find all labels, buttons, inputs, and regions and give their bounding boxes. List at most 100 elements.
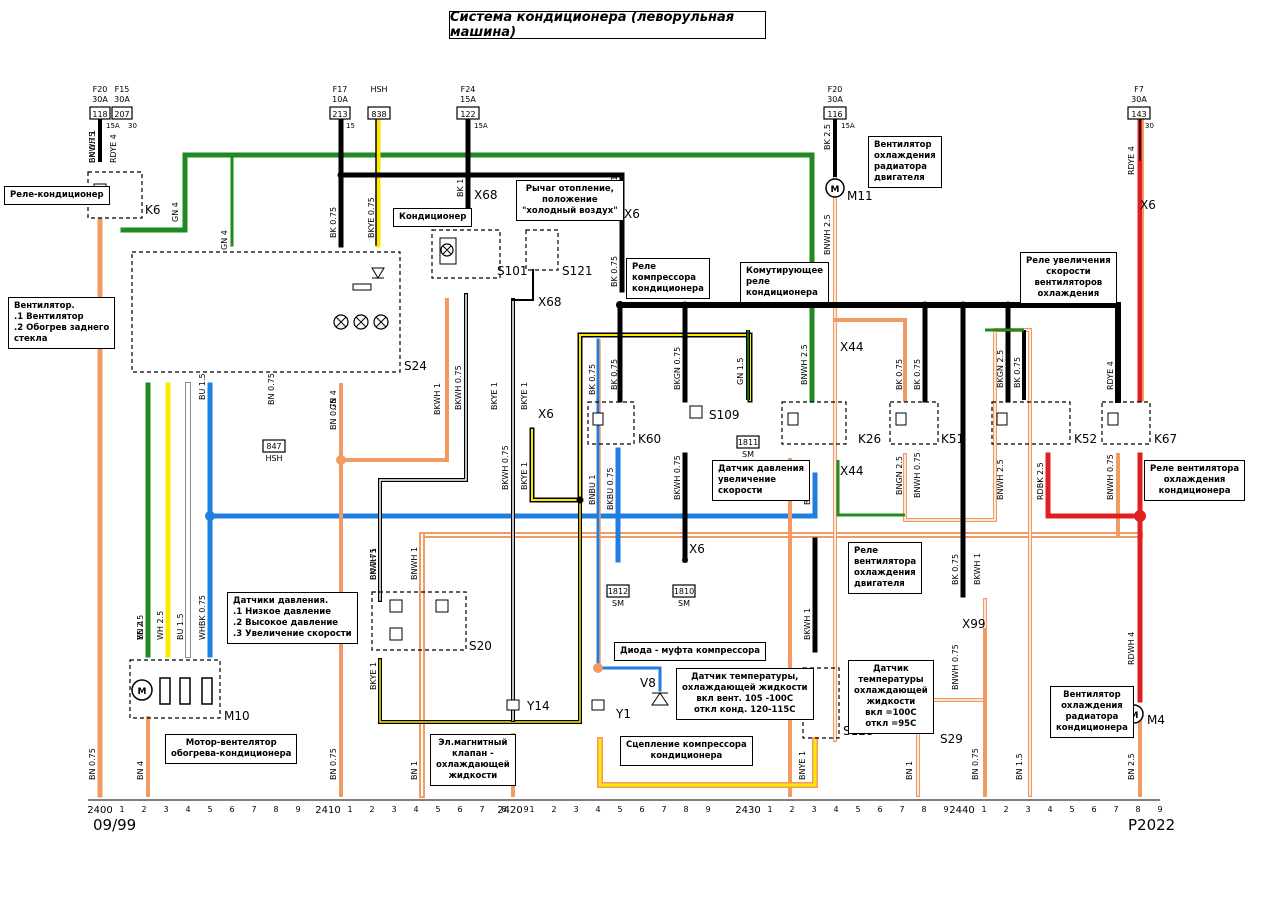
note-rychag: Рычаг отопление, положение "холодный воз…	[516, 180, 624, 221]
fuse-f17-number: 213	[332, 110, 347, 119]
scale-digit: 2	[551, 805, 556, 814]
scale-digit: 7	[899, 805, 904, 814]
ground-point-label: SM	[742, 450, 754, 459]
note-rele-uvel: Реле увеличения скорости вентиляторов ох…	[1020, 252, 1117, 304]
wire-label-w54: BN 4	[136, 761, 145, 780]
fuse-f17-label: F17	[333, 85, 348, 94]
fuse-f20b-rating: 30A	[827, 95, 843, 104]
fuse-f15-terminal: 30	[128, 122, 137, 130]
component-m10: M10	[224, 709, 250, 723]
wire-label-w46: BKWH 1	[369, 548, 378, 580]
wire-label-w38: BKYE 1	[520, 462, 529, 490]
component-k52: K52	[1074, 432, 1097, 446]
note-ventilator: Вентилятор. .1 Вентилятор .2 Обогрев зад…	[8, 297, 116, 349]
component-k60: K60	[638, 432, 661, 446]
wire-label-w55: BN 0.75	[329, 748, 338, 780]
scale-digit: 8	[683, 805, 688, 814]
wire-label-w51: BNWH 0.75	[951, 644, 960, 690]
fuse-f15-label: F15	[115, 85, 130, 94]
fuse-hsh-number: 838	[371, 110, 386, 119]
wire-label-w4: BK 0.75	[329, 207, 338, 238]
wire-label-w23: BKYE 1	[520, 382, 529, 410]
wire-label-w16: BU 1.5	[198, 373, 207, 400]
scale-digit: 7	[479, 805, 484, 814]
scale-digit: 6	[639, 805, 644, 814]
scale-digit: 6	[457, 805, 462, 814]
note-klapan: Эл.магнитный клапан - охлаждающей жидкос…	[430, 734, 516, 786]
note-vent-rad-top: Вентилятор охлаждения радиатора двигател…	[868, 136, 942, 188]
wire-label-w21: BKWH 0.75	[454, 365, 463, 410]
wire-label-w60: BN 0.75	[971, 748, 980, 780]
scale-digit: 3	[811, 805, 816, 814]
fuse-f7-number: 143	[1131, 110, 1146, 119]
component-s109: S109	[709, 408, 740, 422]
wire-label-w50: BK 0.75	[951, 554, 960, 585]
wire-label-w5: BKYE 0.75	[367, 197, 376, 238]
wire-label-w36: BKWH 0.75	[673, 455, 682, 500]
scale-digit: 3	[163, 805, 168, 814]
svg-text:M: M	[1130, 711, 1139, 721]
note-datchik-temp2: Датчик температуры охлаждающей жидкости …	[848, 660, 934, 734]
fuse-f24-rating: 15A	[460, 95, 476, 104]
wire-label-w28: BNWH 2.5	[800, 344, 809, 385]
component-k67: K67	[1154, 432, 1177, 446]
scale-digit: 5	[435, 805, 440, 814]
component-x44b: X44	[840, 464, 864, 478]
scale-digit: 7	[251, 805, 256, 814]
wire-label-w61: BN 1.5	[1015, 753, 1024, 780]
fuse-f7-terminal: 30	[1145, 122, 1154, 130]
wire-label-w13: YE 2.5	[136, 615, 145, 641]
wire-label-w67: BNWH 1	[88, 130, 97, 163]
scale-digit: 1	[529, 805, 534, 814]
scale-digit: 9	[1157, 805, 1162, 814]
scale-digit: 4	[1047, 805, 1052, 814]
wire-label-w32: BK 0.75	[1013, 357, 1022, 388]
wire-label-w42: BNWH 0.75	[913, 452, 922, 498]
component-m4: M4	[1147, 713, 1165, 727]
scale-digit: 7	[661, 805, 666, 814]
component-s20: S20	[469, 639, 492, 653]
wire-label-w2: RDYE 4	[109, 134, 118, 163]
scale-digit: 5	[1069, 805, 1074, 814]
scale-digit: 6	[229, 805, 234, 814]
scale-digit: 2	[141, 805, 146, 814]
note-rele-kompr: Реле компрессора кондиционера	[626, 258, 710, 299]
scale-digit: 3	[391, 805, 396, 814]
wire-label-w63: BN 4	[136, 621, 145, 640]
component-m11: M11	[847, 189, 873, 203]
note-rele-vent-dvig: Реле вентилятора охлаждения двигателя	[848, 542, 923, 594]
scale-group-2410: 2410	[315, 805, 340, 816]
scale-digit: 6	[877, 805, 882, 814]
component-x99: X99	[962, 617, 986, 631]
component-x68a: X68	[474, 188, 498, 202]
fuse-f20a-rating: 30A	[92, 95, 108, 104]
scale-group-2430: 2430	[735, 805, 760, 816]
wire-label-w62: BN 2.5	[1127, 753, 1136, 780]
component-k51: K51	[941, 432, 964, 446]
diagram-title: Система кондиционера (леворульная машина…	[449, 10, 766, 40]
component-x44a: X44	[840, 340, 864, 354]
scale-digit: 6	[1091, 805, 1096, 814]
fuse-f17-terminal: 15	[346, 122, 355, 130]
fuse-f7-rating: 30A	[1131, 95, 1147, 104]
wire-label-w56: BN 1	[410, 761, 419, 780]
scale-digit: 3	[573, 805, 578, 814]
wire-label-w14: WH 2.5	[156, 611, 165, 640]
date-code: 09/99	[93, 816, 137, 834]
page-code: P2022	[1128, 816, 1176, 834]
wire-label-w64: GN 4	[329, 390, 338, 410]
scale-digit: 7	[1113, 805, 1118, 814]
scale-digit: 1	[347, 805, 352, 814]
fuse-f17-rating: 10A	[332, 95, 348, 104]
ground-point-number: 1812	[608, 587, 628, 596]
component-k26: K26	[858, 432, 881, 446]
scale-group-2400: 2400	[87, 805, 112, 816]
fuse-f20b-label: F20	[828, 85, 843, 94]
component-x6a: X6	[624, 207, 640, 221]
wire-label-w29: BK 0.75	[895, 359, 904, 390]
scale-group-2440: 2440	[949, 805, 974, 816]
wire-label-w24: BK 0.75	[588, 364, 597, 395]
scale-group-2420: 2420	[497, 805, 522, 816]
